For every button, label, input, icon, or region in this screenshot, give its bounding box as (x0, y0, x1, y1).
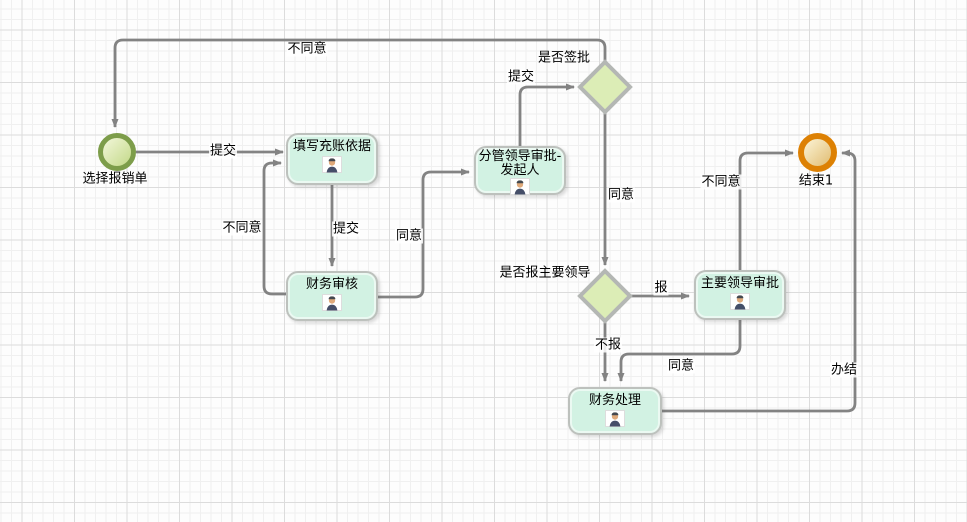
task-branch-leader-approval-label-line2: 发起人 (500, 163, 540, 178)
person-icon (322, 156, 342, 173)
edge-label-disagree-main: 不同意 (700, 174, 742, 190)
edge-finance-to-end[interactable] (662, 149, 857, 413)
edge-label-agree-main: 同意 (666, 358, 696, 374)
edge-sign-to-start[interactable] (111, 38, 607, 128)
person-icon (510, 178, 530, 195)
task-main-leader-approval[interactable]: 主要领导审批 (694, 270, 786, 320)
task-finance-audit-label: 财务审核 (305, 277, 358, 292)
gateway-sign-approval[interactable] (577, 59, 633, 115)
person-icon (605, 410, 625, 427)
task-finance-audit[interactable]: 财务审核 (286, 271, 378, 321)
edge-label-disagree-sign: 不同意 (286, 41, 328, 57)
person-icon (322, 294, 342, 311)
end-event-node[interactable] (798, 133, 837, 172)
edge-label-report-no: 不报 (593, 337, 623, 353)
edge-main-to-finance[interactable] (617, 320, 742, 382)
task-branch-leader-approval[interactable]: 分管领导审批- 发起人 (474, 146, 566, 195)
start-event-label: 选择报销单 (82, 171, 148, 187)
task-fill-basis[interactable]: 填写充账依据 (286, 133, 378, 185)
start-event-node[interactable] (98, 133, 136, 171)
person-icon (730, 293, 750, 310)
edge-label-disagree-audit: 不同意 (221, 220, 263, 236)
end-event-label: 结束1 (798, 173, 834, 189)
edge-label-report-yes: 报 (653, 280, 669, 296)
edge-audit-to-fill[interactable] (262, 159, 286, 296)
gateway-report-to-main-label: 是否报主要领导 (499, 265, 591, 281)
edge-main-to-end[interactable] (738, 149, 794, 270)
edge-label-agree-sign: 同意 (606, 187, 636, 203)
task-main-leader-approval-label: 主要领导审批 (700, 276, 779, 291)
edge-audit-to-leader[interactable] (378, 168, 470, 299)
gateway-report-to-main[interactable] (577, 268, 633, 324)
task-fill-basis-label: 填写充账依据 (292, 139, 371, 154)
task-branch-leader-approval-label-line1: 分管领导审批- (478, 149, 562, 164)
task-finance-process-label: 财务处理 (588, 393, 641, 408)
task-finance-process[interactable]: 财务处理 (568, 387, 662, 435)
gateway-sign-approval-label: 是否签批 (537, 50, 591, 66)
edge-label-submit-fill: 提交 (331, 221, 361, 237)
edge-label-submit-start: 提交 (208, 143, 238, 159)
edge-leader-to-sign[interactable] (518, 83, 575, 146)
edge-label-agree-audit: 同意 (394, 228, 424, 244)
edge-label-complete: 办结 (829, 362, 859, 378)
edge-label-submit-leader: 提交 (506, 69, 536, 85)
